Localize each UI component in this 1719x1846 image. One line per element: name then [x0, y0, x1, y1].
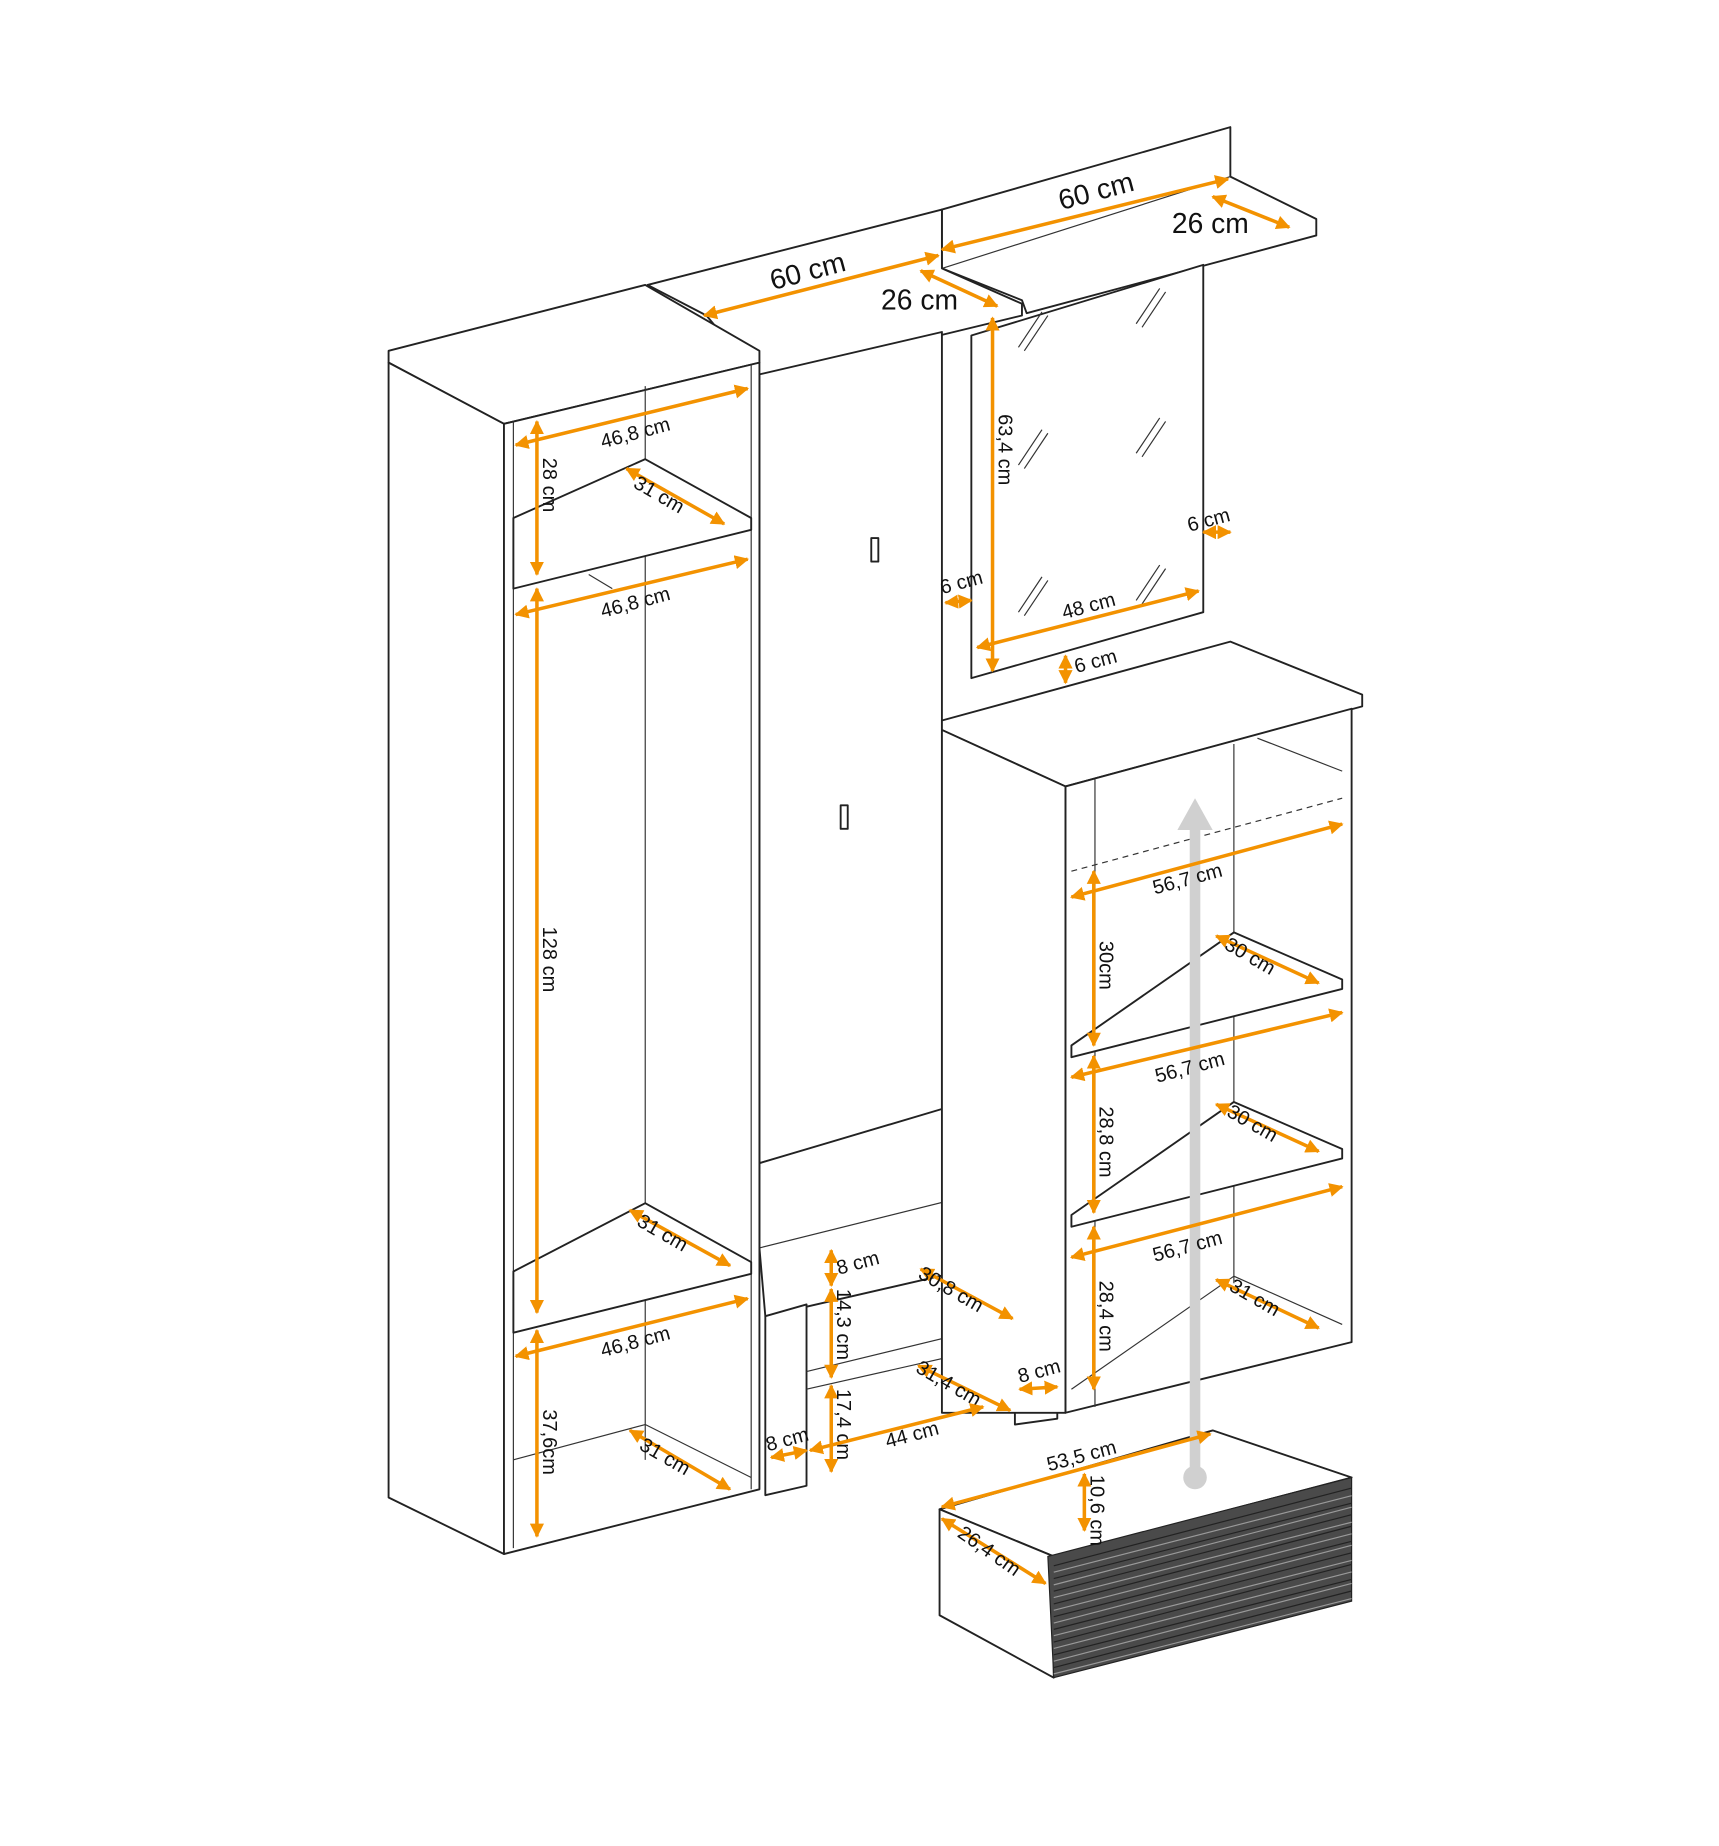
- dimension-label: 10,6 cm: [1085, 1475, 1107, 1546]
- dimension-arrow: [514, 1294, 750, 1361]
- wood-grain-line: [1053, 1571, 1352, 1650]
- dimension-arrow: [944, 594, 973, 609]
- dimension-arrow: [808, 1403, 985, 1455]
- dimension-label: 37,6cm: [538, 1409, 560, 1475]
- wood-grain-line: [1053, 1597, 1352, 1675]
- dimension-arrow: [1214, 934, 1320, 985]
- dimension-arrow: [975, 587, 1200, 652]
- right-cabinet: [940, 640, 1364, 1414]
- dimension-arrow: [919, 269, 999, 308]
- dimension-label: 30cm: [1095, 941, 1117, 990]
- wood-grain-line: [1053, 1552, 1352, 1630]
- top-shelf-right: [940, 126, 1318, 315]
- dimension-label: 128 cm: [538, 927, 560, 993]
- dimension-arrow: [1214, 1278, 1320, 1330]
- dimension-arrow: [1070, 1008, 1344, 1082]
- dimension-arrow: [917, 1364, 1012, 1412]
- dimension-arrow: [625, 467, 726, 526]
- dimension-arrow: [628, 1428, 732, 1491]
- dimension-arrow: [940, 1430, 1212, 1511]
- left-tall-cabinet: [387, 283, 761, 1555]
- dimension-arrow: [940, 175, 1230, 254]
- dimension-arrow: [1018, 1380, 1059, 1396]
- dimension-arrow: [514, 555, 750, 619]
- wood-grain-line: [1053, 1506, 1352, 1586]
- dimension-label: 26 cm: [881, 284, 958, 316]
- wood-grain-line: [1053, 1582, 1352, 1662]
- dimension-arrow: [769, 1445, 808, 1462]
- wood-grain-line: [1053, 1533, 1352, 1611]
- wood-grain-line: [1053, 1514, 1352, 1592]
- dimension-arrow: [940, 1517, 1047, 1585]
- wood-grain-line: [1053, 1487, 1352, 1567]
- dimension-arrow: [1070, 1183, 1344, 1261]
- dimension-arrow: [919, 1267, 1014, 1321]
- dimension-arrow: [1214, 1102, 1320, 1153]
- dimension-label: 44 cm: [883, 1418, 941, 1453]
- dimension-arrow: [1070, 820, 1344, 901]
- wood-grain-line: [1053, 1540, 1352, 1618]
- dimension-label: 28,4 cm: [1095, 1281, 1117, 1352]
- wood-grain-line: [1053, 1590, 1352, 1669]
- wood-grain-line: [1053, 1525, 1352, 1605]
- wood-grain-line: [1053, 1563, 1352, 1643]
- dimension-arrow: [514, 384, 750, 449]
- wood-grain-line: [1053, 1495, 1352, 1573]
- wood-grain-line: [1053, 1521, 1352, 1599]
- dimension-arrow: [1211, 194, 1291, 230]
- wood-grain-line: [1053, 1559, 1352, 1637]
- dimension-label: 28,8 cm: [1095, 1106, 1117, 1177]
- dimension-label: 14,3 cm: [832, 1289, 854, 1360]
- wood-grain-line: [1053, 1502, 1352, 1580]
- wood-grain-line: [1053, 1544, 1352, 1624]
- dimension-label: 63,4 cm: [993, 414, 1015, 485]
- dimension-arrow: [628, 1208, 732, 1268]
- dimension-label: 26 cm: [1172, 207, 1249, 239]
- wood-grain-line: [1053, 1578, 1352, 1656]
- mirror: [970, 263, 1205, 680]
- dimension-arrow: [702, 251, 940, 320]
- dimension-label: 28 cm: [538, 458, 560, 512]
- dimension-label: 17,4 cm: [832, 1389, 854, 1460]
